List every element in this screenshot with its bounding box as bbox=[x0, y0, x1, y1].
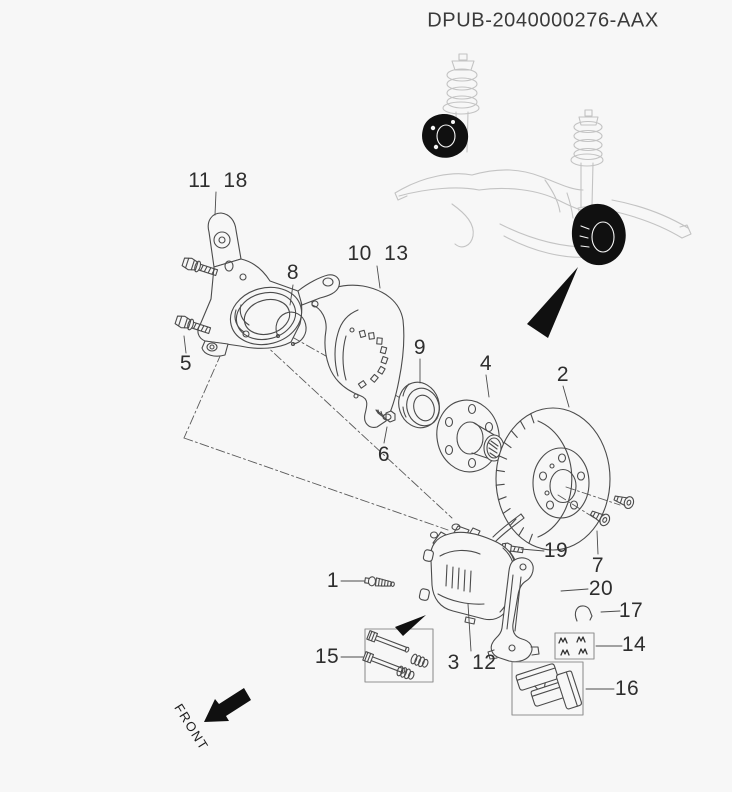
callout-hub[interactable]: 4 bbox=[479, 352, 493, 375]
pad-wear-wire-drawing bbox=[574, 605, 593, 622]
callout-wear-wire[interactable]: 17 bbox=[618, 599, 644, 622]
callout-pad-kit[interactable]: 16 bbox=[614, 677, 640, 700]
disc-screw-axis-lines bbox=[557, 486, 621, 520]
callout-caliper-bracket[interactable]: 20 bbox=[588, 577, 614, 600]
callout-guide-pin-kit[interactable]: 15 bbox=[314, 645, 340, 668]
caliper-bracket-drawing bbox=[487, 557, 540, 663]
callout-splash-shield[interactable]: 10 13 bbox=[347, 242, 409, 265]
callout-leader-lines bbox=[183, 191, 623, 690]
callout-disc-screw[interactable]: 7 bbox=[591, 554, 605, 577]
steering-knuckle-drawing bbox=[197, 212, 340, 357]
shield-screw-drawing bbox=[375, 409, 396, 423]
splash-shield-drawing bbox=[311, 284, 405, 428]
knuckle-bolts-drawing bbox=[174, 257, 219, 335]
highlighted-brake-left bbox=[422, 114, 469, 158]
caliper-pointer-arrow bbox=[395, 615, 426, 636]
callout-shield-screw[interactable]: 6 bbox=[377, 443, 391, 466]
callout-bleeder-screw[interactable]: 1 bbox=[326, 569, 340, 592]
snap-ring-drawing bbox=[275, 311, 307, 347]
callout-snap-ring[interactable]: 8 bbox=[286, 261, 300, 284]
callout-caliper-assembly[interactable]: 3 12 bbox=[447, 651, 497, 674]
front-direction-arrow bbox=[204, 688, 251, 722]
brake-disc-drawing bbox=[495, 407, 611, 551]
disc-set-screws-drawing bbox=[590, 495, 635, 527]
bleeder-screw-drawing bbox=[364, 576, 395, 587]
clip-kit-box bbox=[554, 632, 595, 660]
locator-arrow bbox=[527, 267, 578, 338]
callout-clip-kit[interactable]: 14 bbox=[621, 633, 647, 656]
callout-steering-knuckle[interactable]: 11 18 bbox=[188, 169, 248, 192]
highlighted-brake-right bbox=[571, 203, 626, 266]
callout-caliper-bolt[interactable]: 19 bbox=[543, 539, 569, 562]
callout-brake-disc[interactable]: 2 bbox=[556, 363, 570, 386]
page-title: DPUB-2040000276-AAX bbox=[427, 9, 659, 32]
pad-kit-box bbox=[511, 661, 584, 716]
callout-knuckle-bolt[interactable]: 5 bbox=[179, 352, 193, 375]
guide-pin-kit-box bbox=[362, 628, 434, 683]
wheel-bearing-drawing bbox=[398, 381, 440, 429]
hub-drawing bbox=[436, 399, 505, 473]
callout-wheel-bearing[interactable]: 9 bbox=[413, 336, 427, 359]
caliper-drawing bbox=[418, 513, 525, 625]
